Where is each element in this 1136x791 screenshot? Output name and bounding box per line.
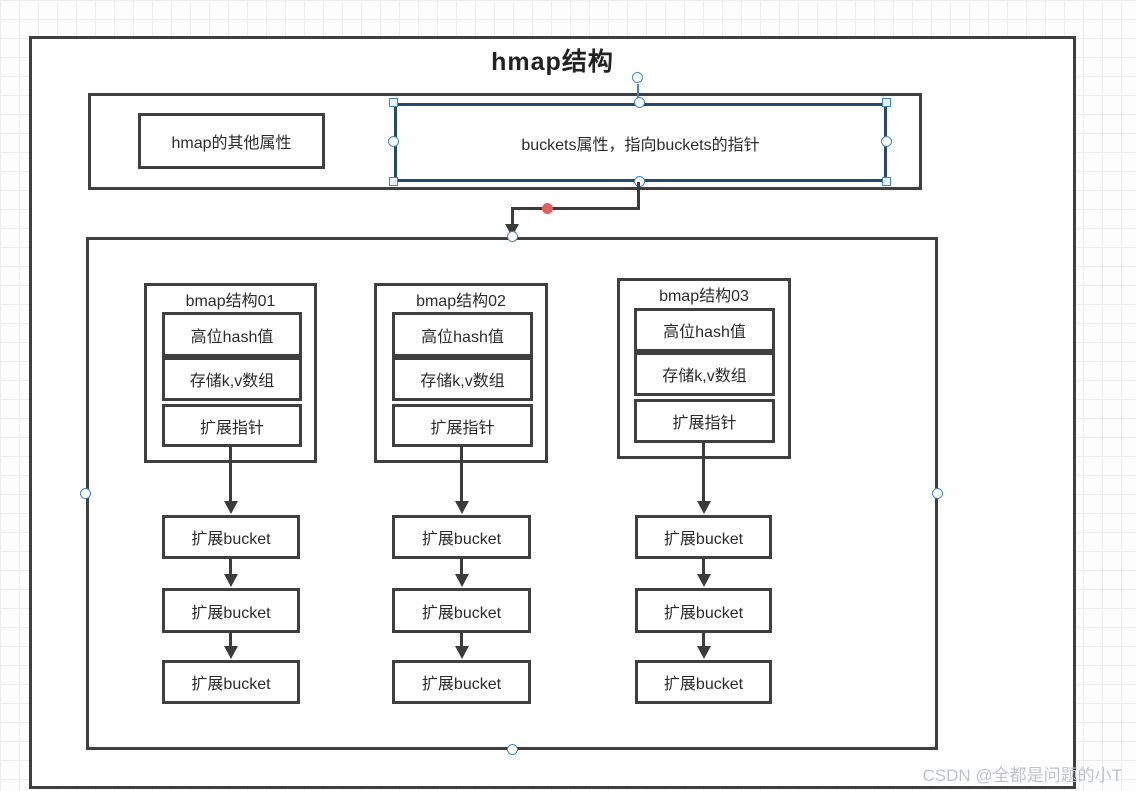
buckets-attr-label: buckets属性，指向buckets的指针 [521, 136, 760, 154]
rotation-handle-line [637, 84, 639, 100]
bucket-chain-arrowhead [697, 646, 711, 659]
resize-handle-sw[interactable] [389, 177, 398, 186]
bmap02-row-pointer-label: 扩展指针 [430, 419, 495, 437]
bmap02-row-kv[interactable]: 存储k,v数组 [392, 357, 533, 401]
bucket-box[interactable]: 扩展bucket [162, 515, 300, 559]
bucket-box[interactable]: 扩展bucket [162, 588, 300, 633]
bucket-box[interactable]: 扩展bucket [392, 515, 531, 559]
connection-point-right[interactable] [932, 488, 943, 499]
connection-point-top[interactable] [507, 231, 518, 242]
bmap03-row-kv[interactable]: 存储k,v数组 [634, 352, 775, 396]
connection-point-bottom[interactable] [507, 744, 518, 755]
buckets-attr-box[interactable]: buckets属性，指向buckets的指针 [394, 103, 887, 182]
hmap-other-attrs-label: hmap的其他属性 [171, 135, 292, 152]
bmap03-row-hash-label: 高位hash值 [663, 324, 746, 341]
bmap02-row-pointer[interactable]: 扩展指针 [392, 404, 533, 447]
bmap01-row-pointer-label: 扩展指针 [199, 419, 264, 437]
arrow-waypoint-dot[interactable] [542, 203, 553, 214]
bucket-box[interactable]: 扩展bucket [162, 660, 300, 704]
csdn-watermark: CSDN @全都是问题的小T [922, 766, 1122, 785]
bmap03-row-pointer-label: 扩展指针 [672, 415, 737, 432]
diagram-title[interactable]: hmap结构 [491, 48, 614, 76]
bmap01-row-kv-label: 存储k,v数组 [189, 373, 275, 390]
bmap03-row-kv-label: 存储k,v数组 [662, 368, 747, 385]
bucket-label: 扩展bucket [191, 531, 271, 548]
bmap01-title: bmap结构01 [185, 293, 276, 310]
bucket-chain-arrow[interactable] [702, 633, 705, 647]
resize-handle-se[interactable] [882, 177, 891, 186]
bmap03-title: bmap结构03 [659, 288, 749, 305]
bmap01-row-hash[interactable]: 高位hash值 [162, 312, 302, 357]
bmap01-row-hash-label: 高位hash值 [190, 328, 274, 346]
bmap02-title: bmap结构02 [416, 293, 506, 310]
connection-point-left[interactable] [80, 488, 91, 499]
bucket-label: 扩展bucket [191, 604, 271, 622]
bmap01-bucket-arrow[interactable] [229, 447, 232, 502]
bucket-label: 扩展bucket [191, 676, 271, 693]
bmap03-bucket-arrow[interactable] [702, 443, 705, 502]
bucket-chain-arrow[interactable] [229, 559, 232, 575]
bmap01-row-pointer[interactable]: 扩展指针 [162, 404, 302, 447]
bucket-box[interactable]: 扩展bucket [392, 660, 531, 704]
bucket-box[interactable]: 扩展bucket [392, 588, 531, 633]
bmap02-row-kv-label: 存储k,v数组 [420, 373, 505, 390]
bucket-chain-arrowhead [224, 574, 238, 587]
rotation-handle[interactable] [632, 72, 643, 83]
bucket-label: 扩展bucket [421, 676, 502, 693]
resize-handle-e[interactable] [881, 136, 892, 147]
bucket-chain-arrowhead [455, 646, 469, 659]
bucket-chain-arrow[interactable] [460, 633, 463, 647]
bucket-label: 扩展bucket [663, 676, 744, 693]
bmap02-row-hash[interactable]: 高位hash值 [392, 312, 533, 357]
bmap03-row-hash[interactable]: 高位hash值 [634, 308, 775, 352]
bmap03-bucket-arrowhead [697, 501, 711, 514]
bmap02-bucket-arrow[interactable] [460, 447, 463, 502]
resize-handle-nw[interactable] [389, 98, 398, 107]
bucket-label: 扩展bucket [421, 604, 502, 622]
buckets-arrow-segment[interactable] [511, 207, 514, 226]
bucket-box[interactable]: 扩展bucket [635, 588, 772, 633]
bmap01-bucket-arrowhead [224, 501, 238, 514]
bucket-box[interactable]: 扩展bucket [635, 660, 772, 704]
bucket-chain-arrow[interactable] [702, 559, 705, 575]
bucket-label: 扩展bucket [663, 604, 744, 622]
resize-handle-ne[interactable] [882, 98, 891, 107]
bucket-box[interactable]: 扩展bucket [635, 515, 772, 559]
bucket-label: 扩展bucket [421, 531, 502, 548]
buckets-arrow-segment[interactable] [637, 182, 640, 210]
resize-handle-w[interactable] [388, 136, 399, 147]
bucket-chain-arrow[interactable] [460, 559, 463, 575]
bmap03-row-pointer[interactable]: 扩展指针 [634, 399, 775, 443]
bucket-chain-arrow[interactable] [229, 633, 232, 647]
resize-handle-n[interactable] [634, 97, 645, 108]
bucket-chain-arrowhead [224, 646, 238, 659]
buckets-arrow-segment[interactable] [511, 207, 640, 210]
bucket-chain-arrowhead [455, 574, 469, 587]
bmap01-row-kv[interactable]: 存储k,v数组 [162, 357, 302, 401]
bucket-chain-arrowhead [697, 574, 711, 587]
bmap02-bucket-arrowhead [455, 501, 469, 514]
bucket-label: 扩展bucket [663, 531, 744, 548]
hmap-other-attrs-box[interactable]: hmap的其他属性 [138, 113, 325, 169]
bmap02-row-hash-label: 高位hash值 [421, 328, 504, 346]
